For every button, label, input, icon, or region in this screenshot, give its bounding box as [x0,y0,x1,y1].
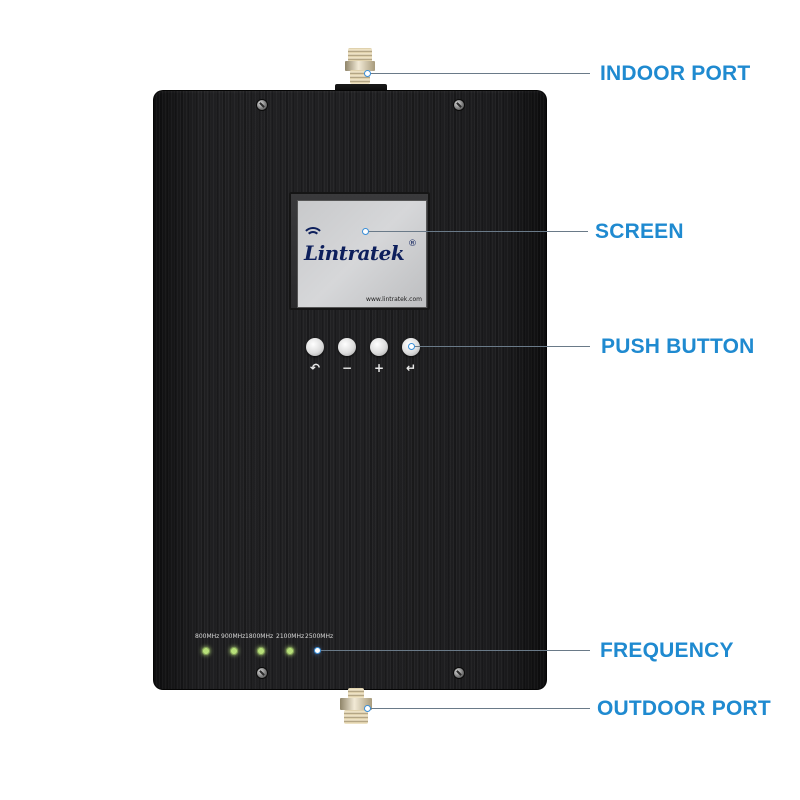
registered-mark: ® [408,239,417,249]
plus-icon: + [373,361,385,375]
wifi-icon-outer [302,227,324,249]
minus-icon: − [341,361,353,375]
led-indicator [202,647,210,655]
lcd-screen: Lintratek ® www.lintratek.com [297,200,427,308]
outdoor-port-leader [368,708,590,709]
screen-label: SCREEN [595,220,684,243]
frequency-label-2500: 2500MHz [305,633,334,640]
frequency-label-900: 900MHz [221,633,246,640]
screw-icon [257,100,267,110]
indoor-port-connector [345,48,375,88]
screw-icon [257,668,267,678]
signal-booster-body [153,90,547,690]
frequency-label-1800: 1800MHz [245,633,274,640]
outdoor-port-label: OUTDOOR PORT [597,697,771,720]
frequency-label: FREQUENCY [600,639,734,662]
brand-logo: Lintratek [304,241,405,265]
push-button-marker [408,343,415,350]
push-button-label: PUSH BUTTON [601,335,755,358]
led-indicator [257,647,265,655]
indoor-port-marker [364,70,371,77]
frequency-label-800: 800MHz [195,633,220,640]
website-url: www.lintratek.com [366,296,422,303]
frequency-leader [318,650,590,651]
led-indicator [230,647,238,655]
back-button[interactable] [306,338,324,356]
screen-marker [362,228,369,235]
indoor-port-base [335,84,387,92]
led-indicator [286,647,294,655]
plus-button[interactable] [370,338,388,356]
frequency-marker [314,647,321,654]
screen-leader [366,231,588,232]
back-arrow-icon: ↶ [309,361,321,375]
indoor-port-leader [368,73,590,74]
push-button-leader [412,346,590,347]
indoor-port-label: INDOOR PORT [600,62,751,85]
enter-icon: ↵ [405,361,417,375]
screw-icon [454,668,464,678]
screw-icon [454,100,464,110]
outdoor-port-marker [364,705,371,712]
minus-button[interactable] [338,338,356,356]
frequency-label-2100: 2100MHz [276,633,305,640]
